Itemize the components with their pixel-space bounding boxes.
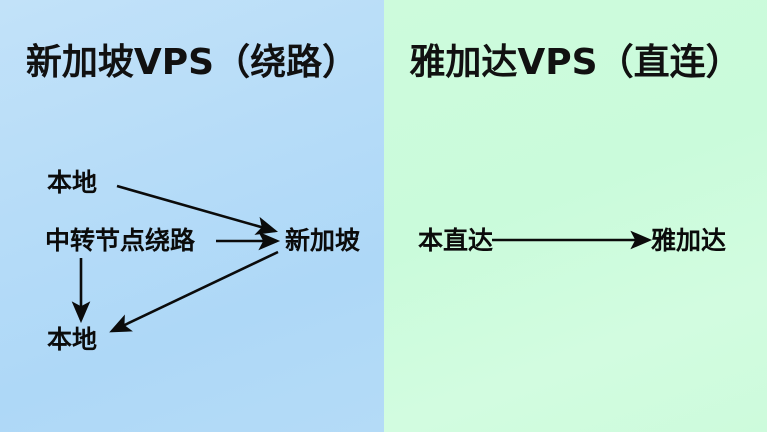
left-panel-singapore-vps: 新加坡VPS（绕路） 本地 中转节点绕路 新加坡 bbox=[0, 0, 384, 432]
edge-singapore-to-local-bottom bbox=[109, 250, 279, 333]
right-panel-title: 雅加达VPS（直连） bbox=[409, 42, 742, 83]
node-label-relay: 中转节点绕路 bbox=[45, 226, 196, 255]
node-label-local-direct: 本直达 bbox=[418, 226, 494, 255]
right-panel-jakarta-vps: 雅加达VPS（直连） 本直达 雅加达 bbox=[384, 0, 767, 432]
node-label-local-top: 本地 bbox=[47, 168, 98, 197]
left-panel-title: 新加坡VPS（绕路） bbox=[25, 42, 359, 83]
node-label-singapore: 新加坡 bbox=[285, 226, 361, 255]
left-panel-diagram: 本地 中转节点绕路 新加坡 本地 bbox=[45, 168, 361, 354]
left-panel-edges-svg bbox=[71, 184, 281, 333]
right-panel-diagram: 本直达 雅加达 bbox=[384, 0, 767, 432]
right-panel-edges-svg bbox=[492, 230, 653, 250]
edge-local-top-to-singapore bbox=[116, 184, 279, 235]
node-label-local-bottom: 本地 bbox=[47, 325, 98, 354]
node-label-jakarta: 雅加达 bbox=[651, 226, 727, 255]
